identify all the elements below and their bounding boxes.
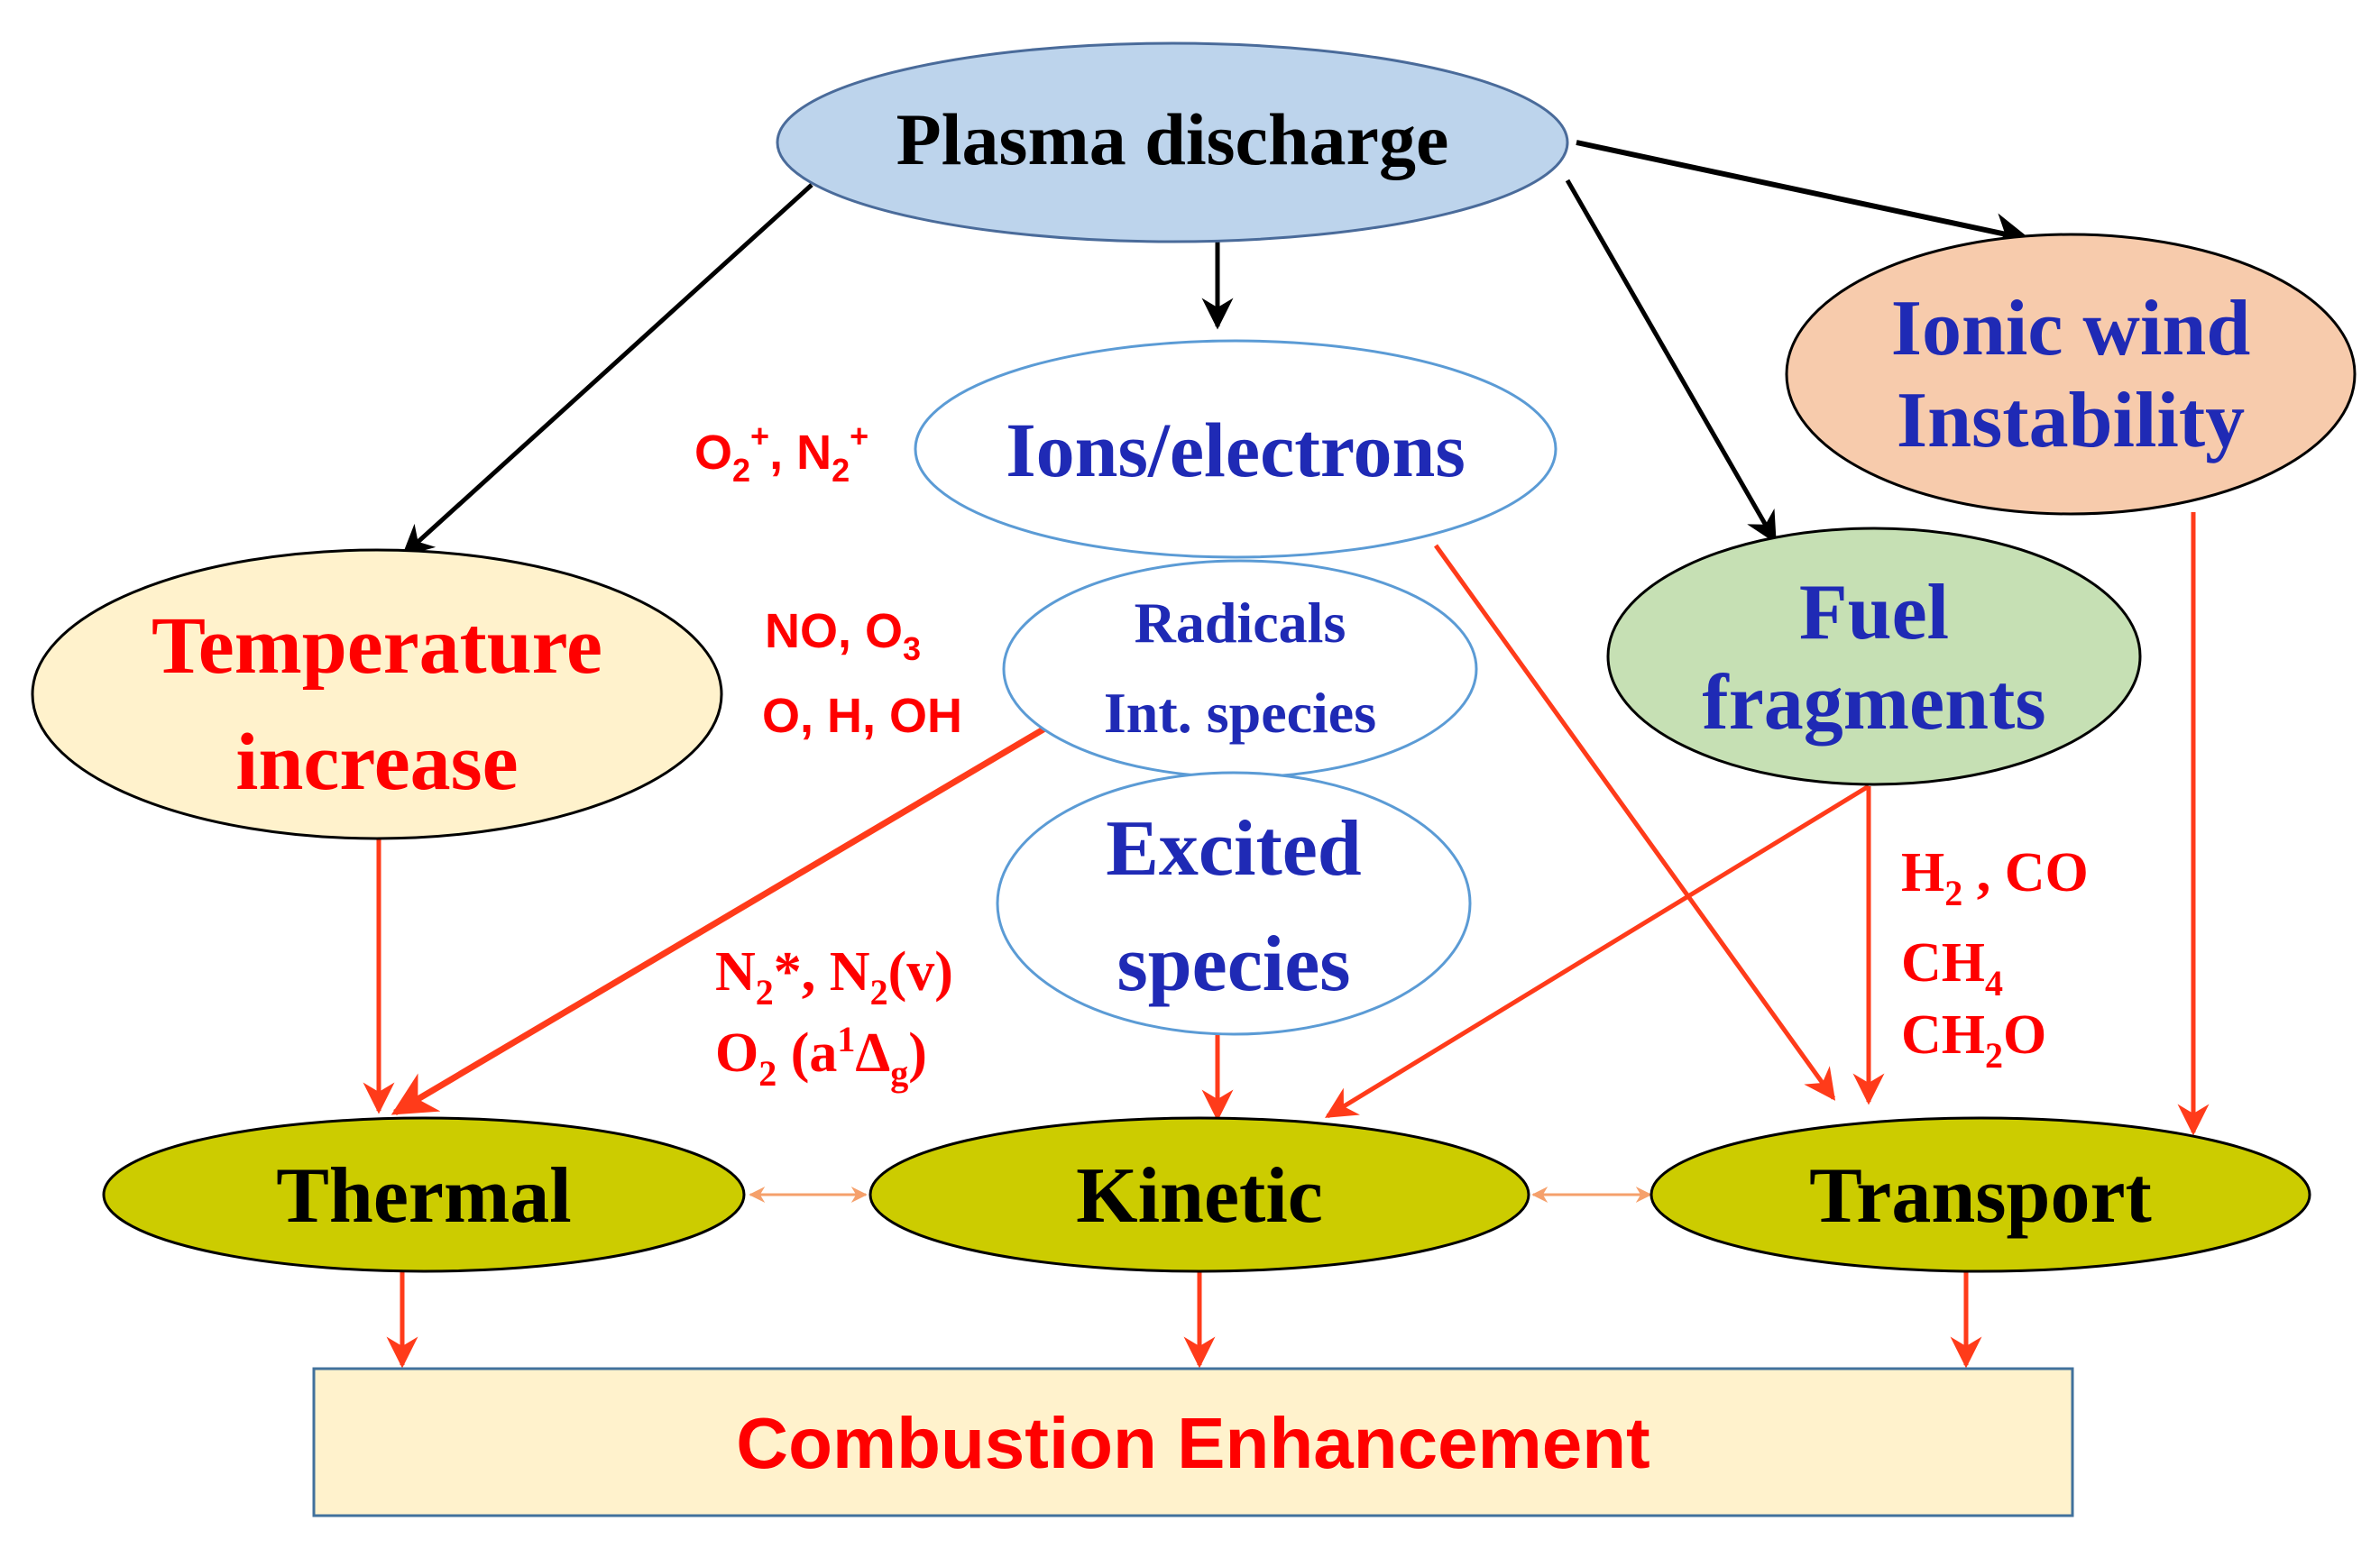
ions-species-annotation: O2+, N2+ — [694, 417, 868, 489]
kinetic-label: Kinetic — [1076, 1152, 1323, 1240]
radical-species-line2: O, H, OH — [762, 689, 962, 743]
plasma-discharge-label: Plasma discharge — [896, 98, 1449, 180]
excited-species-label-line2: species — [1116, 921, 1350, 1008]
thermal-node — [102, 1116, 746, 1273]
ionic-wind-node — [1785, 233, 2357, 516]
temperature-label-line2: increase — [235, 718, 518, 807]
transport-label: Transport — [1809, 1152, 2152, 1240]
ions-electrons-label: Ions/electrons — [1006, 407, 1466, 493]
temperature-label-line1: Temperature — [152, 601, 602, 691]
fuel-fragments-label-line2: fragments — [1702, 659, 2045, 747]
excited-species-label-line1: Excited — [1106, 805, 1362, 893]
arrow-plasma-to-temperature — [401, 183, 813, 557]
radicals-label-line2: Int. species — [1104, 681, 1376, 745]
ionic-wind-label-line2: Instability — [1897, 377, 2245, 464]
combustion-enhancement-box — [312, 1367, 2074, 1517]
transport-node — [1649, 1116, 2311, 1273]
plasma-discharge-node — [776, 41, 1569, 243]
fuel-species-line2: CH4 — [1901, 932, 2003, 1004]
temperature-increase-node — [31, 548, 723, 840]
ions-electrons-node — [914, 339, 1558, 559]
radical-species-line1: NO, O3 — [765, 604, 921, 667]
ionic-wind-label-line1: Ionic wind — [1891, 285, 2251, 372]
fuel-fragments-node — [1606, 527, 2142, 786]
fuel-fragments-label-line1: Fuel — [1799, 569, 1949, 656]
fuel-species-line1: H2 , CO — [1901, 842, 2089, 913]
excited-species-node — [996, 771, 1472, 1036]
arrow-fuel-to-kinetic — [1325, 784, 1870, 1119]
arrow-plasma-to-fuel — [1565, 179, 1778, 545]
kinetic-node — [868, 1116, 1530, 1273]
thermal-label: Thermal — [276, 1152, 572, 1240]
excited-species-line2: O2 (a1Δg) — [715, 1019, 927, 1094]
combustion-enhancement-label: Combustion Enhancement — [736, 1403, 1649, 1483]
radicals-label-line1: Radicals — [1135, 591, 1346, 655]
arrow-radicals-to-thermal — [391, 718, 1059, 1116]
arrow-ions-to-transport — [1433, 544, 1836, 1101]
fuel-species-line3: CH2O — [1901, 1004, 2046, 1076]
excited-species-line1: N2*, N2(v) — [715, 941, 953, 1013]
arrow-plasma-to-ionic — [1576, 140, 2032, 251]
